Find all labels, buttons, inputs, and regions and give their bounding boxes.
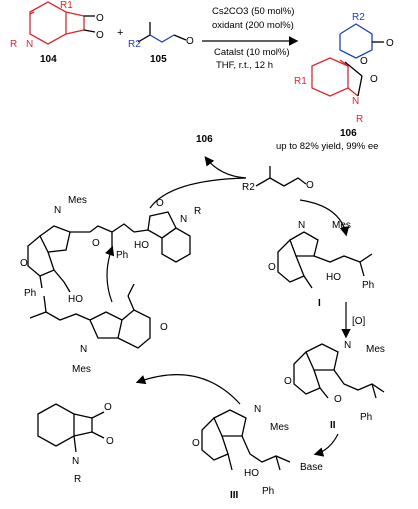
r1-label-106: R1 <box>294 76 307 87</box>
release-arrow <box>204 156 247 179</box>
III-mes: Mes <box>270 422 289 433</box>
isatin-104-structure <box>29 1 85 45</box>
cycle-arrow-top <box>149 177 247 209</box>
r2-label-cycle: R2 <box>242 182 255 193</box>
breslow-mes: Mes <box>72 364 91 375</box>
condition-oxidant: oxidant (200 mol%) <box>212 20 294 31</box>
II-ph: Ph <box>360 412 372 423</box>
I-N-label: N <box>298 220 305 231</box>
isatin-entering-R: R <box>74 474 81 485</box>
r1-label: R1 <box>60 0 73 11</box>
condition-base: Cs2CO3 (50 mol%) <box>212 6 294 17</box>
r-label-106: R <box>356 114 363 125</box>
aldehyde-O: O <box>186 36 194 47</box>
intermediate-I-structure <box>277 231 373 289</box>
breslow-ph: Ph <box>24 288 36 299</box>
intermediate-III-label: III <box>230 490 239 501</box>
isatin-entering-O1: O <box>104 402 112 413</box>
released-product-106: 106 <box>196 134 213 145</box>
carbonyl-O-1: O <box>96 13 104 24</box>
II-ketone-O: O <box>334 394 342 405</box>
carbonyl-O-2: O <box>96 30 104 41</box>
adduct-structure <box>27 211 191 293</box>
compound-104-label: 104 <box>40 54 57 65</box>
II-mes: Mes <box>366 344 385 355</box>
plus-sign: + <box>117 27 123 39</box>
condition-solvent: THF, r.t., 12 h <box>216 60 273 71</box>
III-ring-O: O <box>192 438 200 449</box>
adduct-ph: Ph <box>116 250 128 261</box>
III-ho: HO <box>244 468 259 479</box>
n-label-104: N <box>26 39 33 50</box>
adduct-mes: Mes <box>68 195 87 206</box>
cycle-arrow-III-to-adduct <box>135 374 241 405</box>
lactone-O: O <box>360 56 368 67</box>
lactone-carbonyl-O: O <box>386 38 394 49</box>
adduct-R: R <box>194 206 201 217</box>
adduct-ketone-O: O <box>92 238 100 249</box>
r2-label-105: R2 <box>128 39 141 50</box>
yield-ee-text: up to 82% yield, 99% ee <box>276 141 378 152</box>
oxidation-label: [O] <box>352 316 366 327</box>
isatin-entering-structure <box>37 403 105 453</box>
oxindole-O: O <box>370 74 378 85</box>
isatin-entering-N: N <box>72 456 79 467</box>
adduct-ho: HO <box>134 240 149 251</box>
adduct-N-N: N <box>54 205 61 216</box>
adduct-isatin-O: O <box>156 198 164 209</box>
isatin-entering-O2: O <box>106 436 114 447</box>
n-label-106: N <box>352 96 359 107</box>
product-106-structure <box>311 23 384 97</box>
enal-in-cycle <box>255 166 307 187</box>
I-mes: Mes <box>332 220 351 231</box>
base-arrow <box>313 433 339 457</box>
cycle-arrow-enal-to-I <box>299 199 350 237</box>
intermediate-III-structure <box>201 409 291 471</box>
breslow-ho: HO <box>68 294 83 305</box>
cycle-arrow-up-left <box>105 245 115 303</box>
I-ho: HO <box>326 272 341 283</box>
compound-105-label: 105 <box>150 54 167 65</box>
intermediate-I-label: I <box>318 298 321 309</box>
adduct-ring-O: O <box>20 258 28 269</box>
r-label-104: R <box>10 39 17 50</box>
breslow-intermediate-structure <box>29 283 151 349</box>
breslow-N-label: N <box>80 344 87 355</box>
I-ring-O: O <box>268 262 276 273</box>
breslow-ring-O: O <box>160 322 168 333</box>
r2-label-106: R2 <box>352 12 365 23</box>
II-ring-O: O <box>284 376 292 387</box>
compound-106-label: 106 <box>340 128 357 139</box>
enal-105-structure <box>137 22 187 43</box>
I-ph: Ph <box>362 280 374 291</box>
III-ph: Ph <box>262 486 274 497</box>
II-N-label: N <box>344 340 351 351</box>
III-N-label: N <box>254 404 261 415</box>
adduct-isatin-N: N <box>180 214 187 225</box>
condition-catalyst: Catalst (10 mol%) <box>214 47 290 58</box>
base-label: Base <box>300 462 323 473</box>
enal-O-cycle: O <box>306 180 314 191</box>
intermediate-II-label: II <box>330 420 336 431</box>
intermediate-II-structure <box>293 343 385 399</box>
